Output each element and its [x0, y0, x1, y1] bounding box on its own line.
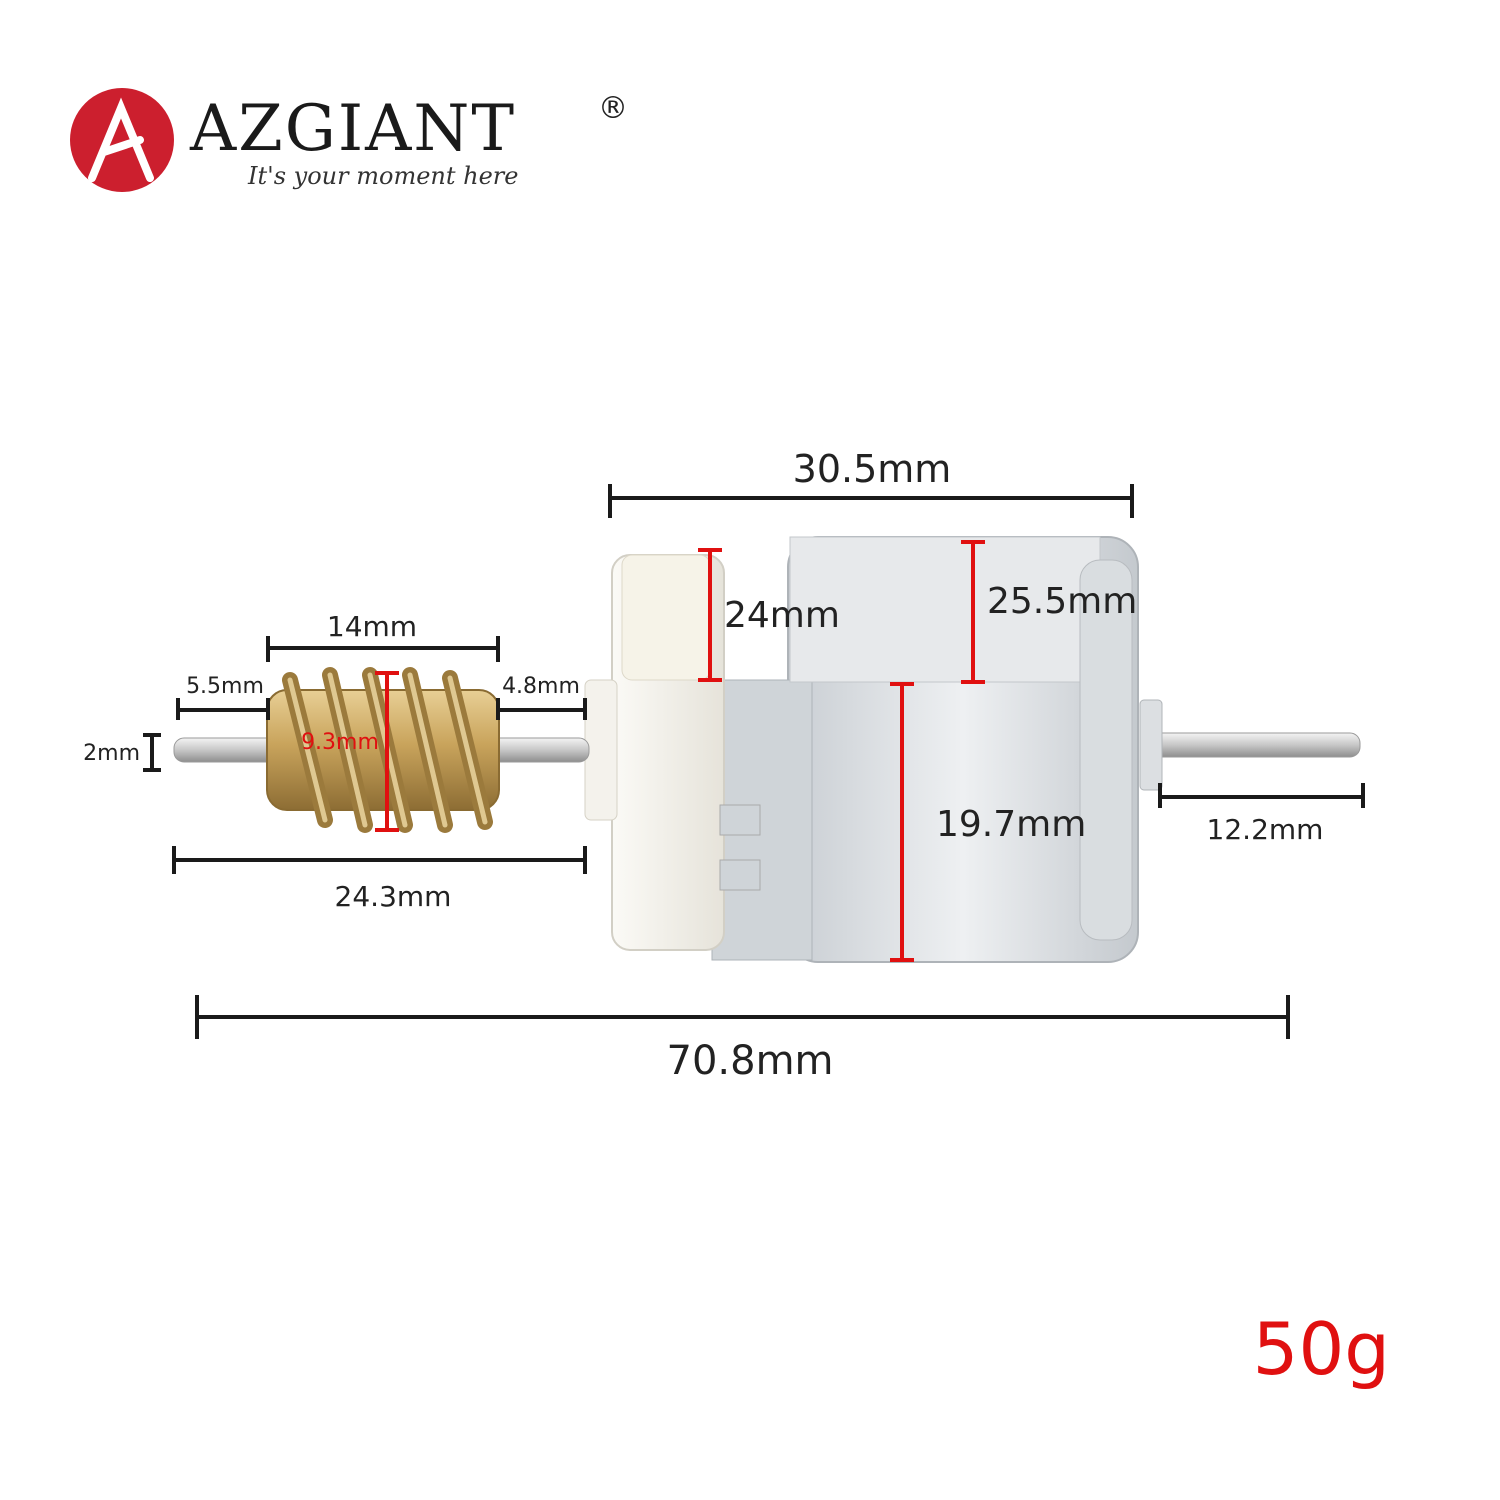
dim-shaft-dia-line: [143, 733, 161, 772]
label-worm-to-body: 4.8mm: [502, 674, 580, 699]
dim-can-height-line: [961, 540, 985, 684]
brand-logo: AZGIANT ® It's your moment here: [70, 88, 628, 192]
dim-right-shaft-line: [1158, 783, 1365, 808]
dim-overall-line: [195, 995, 1290, 1039]
label-can-height: 25.5mm: [987, 581, 1137, 622]
label-overall-length: 70.8mm: [667, 1038, 834, 1084]
label-left-shaft-end: 5.5mm: [186, 674, 264, 699]
label-can-width: 19.7mm: [936, 804, 1086, 845]
label-end-cap-height: 24mm: [724, 595, 840, 636]
registered-mark: ®: [598, 91, 628, 126]
label-worm-length: 14mm: [327, 610, 417, 643]
label-body-length: 30.5mm: [793, 447, 952, 491]
motor-can: [711, 536, 1139, 963]
label-shaft-diameter: 2mm: [83, 741, 140, 766]
dim-worm-body-line: [496, 698, 587, 720]
dim-worm-length-line: [266, 636, 500, 662]
weight-label: 50g: [1253, 1307, 1390, 1391]
logo-letter-a-icon: [88, 97, 154, 182]
label-worm-diameter: 9.3mm: [301, 730, 379, 755]
label-right-shaft-length: 12.2mm: [1207, 813, 1324, 846]
worm-gear: [266, 667, 500, 833]
label-left-assembly-length: 24.3mm: [335, 880, 452, 913]
brand-name: AZGIANT: [189, 92, 516, 166]
red-dimension-lines: [375, 540, 985, 962]
end-cap: [584, 554, 761, 951]
right-shaft: [1149, 732, 1361, 758]
dimension-lines: [143, 484, 1365, 1039]
dim-body-length-line: [608, 484, 1134, 518]
brand-tagline: It's your moment here: [247, 162, 518, 190]
dim-worm-dia-line: [375, 671, 399, 832]
dim-left-end-line: [176, 698, 270, 720]
dim-left-assembly-line: [172, 846, 587, 874]
right-bearing-boss: [1139, 699, 1163, 791]
dim-can-width-line: [890, 682, 914, 962]
dim-end-cap-line: [698, 548, 722, 682]
